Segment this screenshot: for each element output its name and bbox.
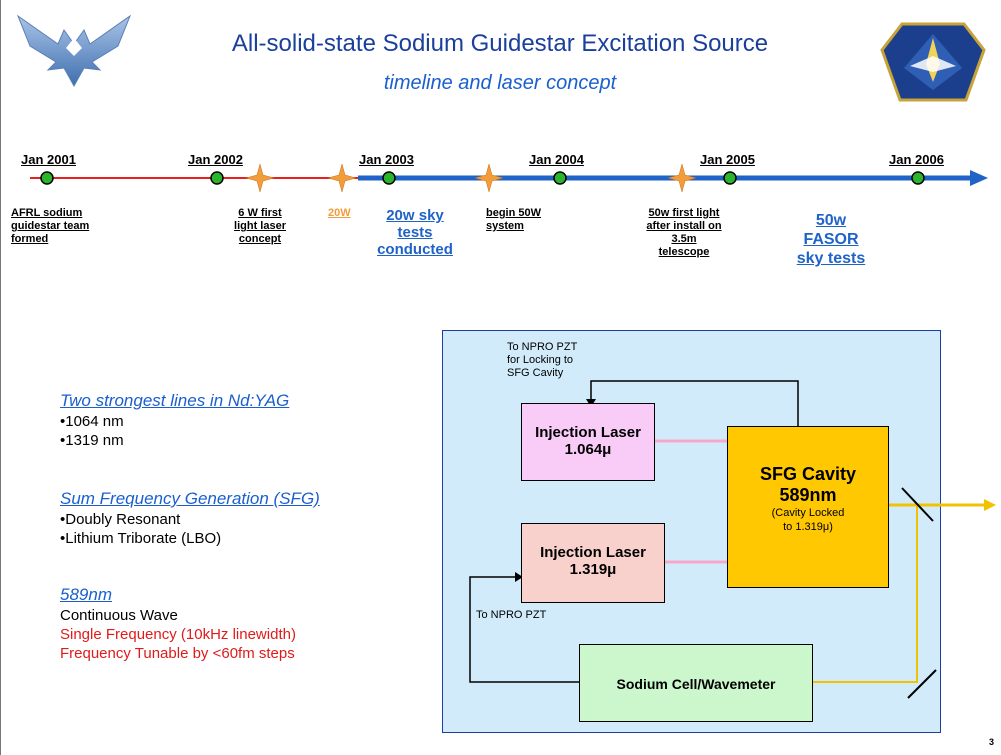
year-label-2005: Jan 2005 bbox=[700, 152, 755, 167]
feature-group-589nm: 589nm Continuous Wave Single Frequency (… bbox=[60, 585, 296, 663]
event-stars bbox=[245, 163, 697, 193]
milestone-dot-2002 bbox=[210, 171, 224, 185]
page-number: 3 bbox=[989, 737, 995, 747]
milestone-dots bbox=[40, 171, 925, 185]
star-6w bbox=[245, 163, 275, 193]
year-label-2004: Jan 2004 bbox=[529, 152, 584, 167]
event-50w-fasor-sky-tests: 50w FASOR sky tests bbox=[796, 212, 866, 267]
feature-item: •Doubly Resonant bbox=[60, 511, 181, 528]
slide-border bbox=[0, 0, 1, 755]
note-npro-pzt: To NPRO PZT bbox=[476, 609, 547, 621]
feature-item: •Lithium Triborate (LBO) bbox=[60, 530, 222, 547]
year-label-2006: Jan 2006 bbox=[889, 152, 944, 167]
mirror-lower bbox=[907, 669, 937, 699]
timeline-graphic bbox=[30, 163, 988, 193]
feedback-line-bottom bbox=[469, 576, 579, 683]
event-begin-50w: begin 50W system bbox=[486, 207, 542, 232]
feature-item: Continuous Wave bbox=[60, 607, 178, 624]
output-beam-arrowhead bbox=[984, 499, 996, 511]
feature-group-ndyag: Two strongest lines in Nd:YAG •1064 nm •… bbox=[60, 391, 289, 450]
event-6w-first-light: 6 W first light laser concept bbox=[234, 207, 286, 245]
feedback-arrow-bottom bbox=[515, 572, 523, 582]
air-force-logo-icon bbox=[14, 10, 134, 95]
star-begin-50w bbox=[474, 163, 504, 193]
milestone-dot-2001 bbox=[40, 171, 54, 185]
feature-group-sfg: Sum Frequency Generation (SFG) •Doubly R… bbox=[60, 489, 320, 548]
afrl-logo-icon bbox=[880, 20, 986, 109]
star-20w bbox=[327, 163, 357, 193]
note-npro-pzt-locking: To NPRO PZT for Locking to SFG Cavity bbox=[507, 341, 578, 379]
event-20w-sky-tests: 20w sky tests conducted bbox=[377, 207, 453, 258]
feature-heading-ndyag: Two strongest lines in Nd:YAG bbox=[60, 391, 290, 410]
event-50w-first-light: 50w first light after install on 3.5m te… bbox=[646, 207, 722, 258]
feature-item-red: Frequency Tunable by <60fm steps bbox=[60, 645, 295, 662]
milestone-dot-2005 bbox=[723, 171, 737, 185]
laser-concept-diagram: To NPRO PZT for Locking to SFG Cavity In… bbox=[442, 330, 996, 733]
page-subtitle: timeline and laser concept bbox=[383, 72, 617, 94]
feature-heading-sfg: Sum Frequency Generation (SFG) bbox=[60, 489, 320, 508]
pickoff-beam bbox=[813, 505, 918, 683]
mirror-upper bbox=[901, 487, 934, 522]
injection-laser-1319: Injection Laser 1.319μ bbox=[521, 523, 665, 603]
injection-laser-1064: Injection Laser 1.064μ bbox=[521, 403, 655, 481]
milestone-dot-2003 bbox=[382, 171, 396, 185]
milestone-dot-2004 bbox=[553, 171, 567, 185]
event-20w: 20W bbox=[328, 207, 351, 219]
feature-item: •1064 nm bbox=[60, 413, 124, 430]
feature-heading-589nm: 589nm bbox=[60, 585, 112, 604]
event-team-formed: AFRL sodium guidestar team formed bbox=[11, 207, 90, 245]
year-label-2002: Jan 2002 bbox=[188, 152, 243, 167]
feature-item: •1319 nm bbox=[60, 432, 124, 449]
milestone-dot-2006 bbox=[911, 171, 925, 185]
page-title: All-solid-state Sodium Guidestar Excitat… bbox=[231, 30, 769, 57]
feature-item-red: Single Frequency (10kHz linewidth) bbox=[60, 626, 296, 643]
year-label-2001: Jan 2001 bbox=[21, 152, 76, 167]
star-50w-first-light bbox=[667, 163, 697, 193]
year-label-2003: Jan 2003 bbox=[359, 152, 414, 167]
sodium-cell-wavemeter: Sodium Cell/Wavemeter bbox=[579, 644, 813, 722]
timeline-arrowhead bbox=[970, 170, 988, 186]
sfg-cavity: SFG Cavity 589nm (Cavity Locked to 1.319… bbox=[727, 426, 889, 588]
diagram-wiring bbox=[469, 380, 996, 699]
feedback-line-top bbox=[590, 380, 799, 426]
